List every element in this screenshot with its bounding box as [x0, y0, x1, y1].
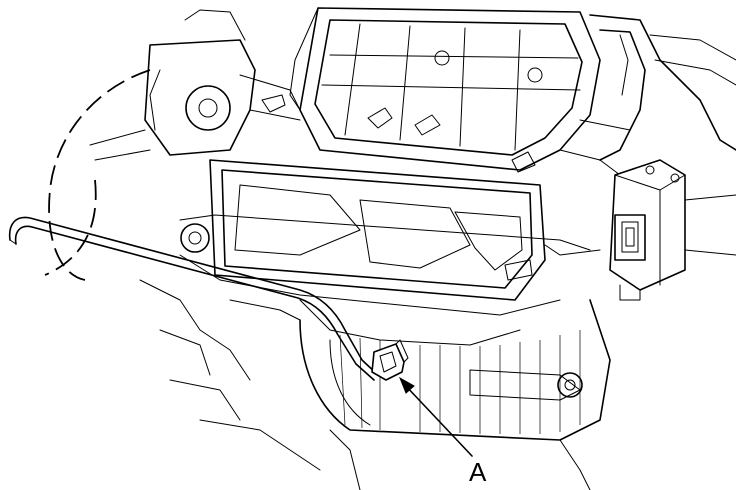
- callout-label-a: A: [469, 457, 487, 487]
- wire-harness: [8, 216, 379, 381]
- main-lower-case: [179, 159, 591, 346]
- callout-a-leader-line: [403, 383, 473, 457]
- upper-duct-frame: [289, 7, 601, 171]
- hanger-clips: [261, 94, 536, 281]
- left-lower-structure: [139, 279, 321, 471]
- callout-a-arrowhead: [399, 376, 415, 394]
- detail-circle: [44, 69, 151, 281]
- right-upper-housing: [559, 14, 736, 176]
- blower-housing: [299, 299, 611, 490]
- wire-clip: [371, 339, 409, 381]
- left-motor-assembly: [89, 9, 301, 161]
- actuator-module: [544, 159, 736, 301]
